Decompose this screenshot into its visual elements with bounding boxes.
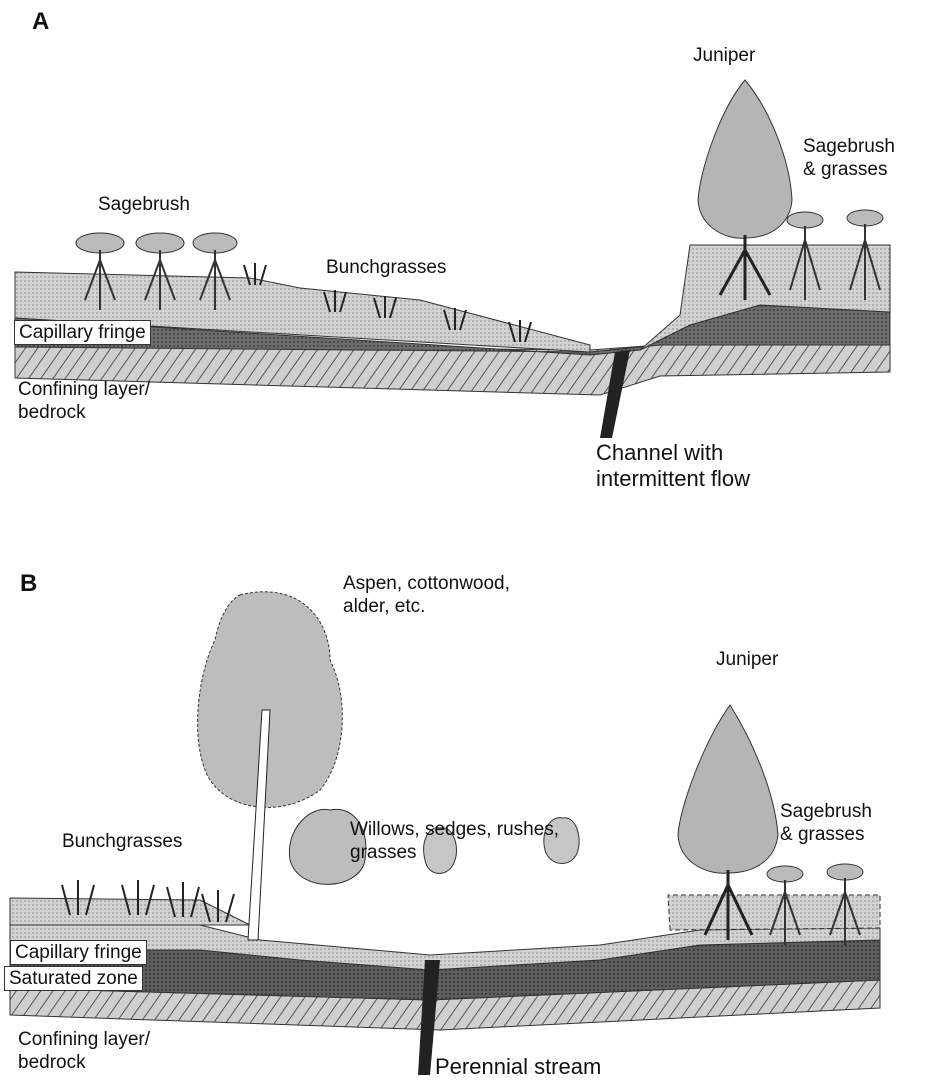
juniper-tree: [678, 705, 778, 873]
label-bunchgrasses: Bunchgrasses: [62, 830, 182, 853]
sagebrush-plants: [767, 864, 863, 882]
label-bunchgrasses: Bunchgrasses: [326, 256, 446, 279]
panel-a-letter: A: [32, 8, 49, 36]
panel-b: B Aspen, cottonwood, alder, etc. Juniper…: [0, 560, 928, 1082]
label-confining-layer: Confining layer/ bedrock: [18, 1028, 150, 1074]
label-aspen: Aspen, cottonwood, alder, etc.: [343, 572, 510, 618]
label-stream: Perennial stream: [435, 1054, 601, 1080]
label-saturated-zone: Saturated zone: [4, 966, 143, 991]
label-sagebrush-grasses: Sagebrush & grasses: [780, 800, 872, 846]
label-channel: Channel with intermittent flow: [596, 440, 750, 492]
panel-a-cross-section: [0, 0, 928, 520]
panel-a: A Sagebrush Bunchgrasses Juniper Sagebru…: [0, 0, 928, 520]
label-juniper: Juniper: [716, 648, 778, 671]
label-confining-layer: Confining layer/ bedrock: [18, 378, 150, 424]
juniper-tree: [698, 80, 792, 238]
label-capillary-fringe: Capillary fringe: [14, 320, 151, 345]
label-sagebrush-grasses: Sagebrush & grasses: [803, 135, 895, 181]
aspen-canopy: [198, 592, 343, 808]
panel-b-letter: B: [20, 570, 37, 598]
label-juniper: Juniper: [693, 44, 755, 67]
label-capillary-fringe: Capillary fringe: [10, 940, 147, 965]
label-sagebrush: Sagebrush: [98, 193, 190, 216]
label-willows: Willows, sedges, rushes, grasses: [350, 818, 559, 864]
